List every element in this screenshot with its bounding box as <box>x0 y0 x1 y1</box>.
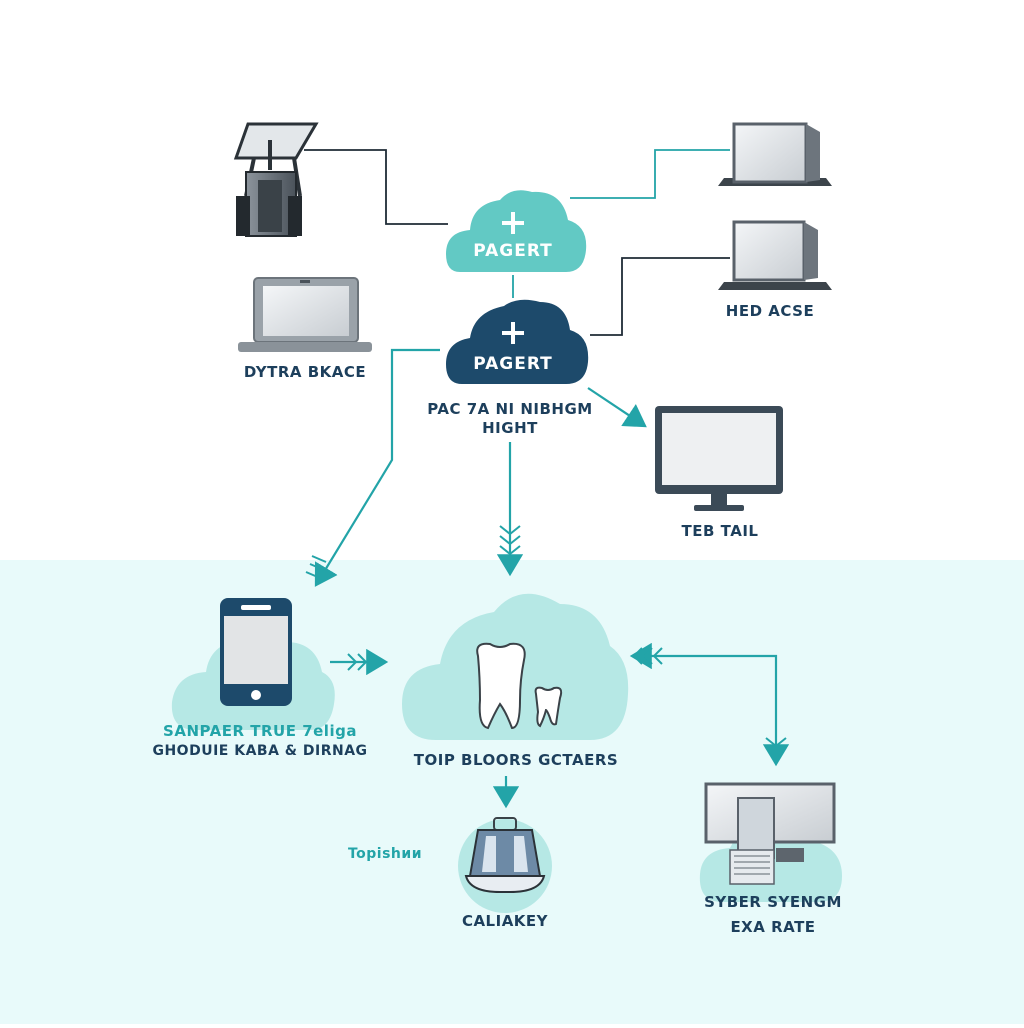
arrow-feathers <box>305 525 787 758</box>
dental-chair-machine-icon[interactable] <box>233 122 319 237</box>
tooth-icon <box>476 642 563 730</box>
side-tag-label: Topishии <box>347 846 423 862</box>
cloud-second[interactable] <box>446 299 589 384</box>
chair-node[interactable] <box>458 817 552 913</box>
monitor-right-label: TEB TAIL <box>681 522 759 540</box>
workstation-icon <box>704 782 836 885</box>
cyber-label-line2: EXA RATE <box>730 918 816 936</box>
desktop-monitor-icon[interactable] <box>655 406 783 511</box>
server-right-label: HED ACSE <box>725 302 815 320</box>
plus-icon <box>502 212 524 234</box>
cyber-node[interactable] <box>699 782 842 902</box>
cyber-label-line1: SYBER SYENGM <box>704 893 842 911</box>
cloud-second-label: PAGERT <box>473 354 553 374</box>
connectors-dark <box>304 149 730 336</box>
connectors-teal <box>314 348 790 809</box>
plus-icon <box>502 322 524 344</box>
phone-label-line2: GHODUIE KABA & DIRNAG <box>152 743 368 759</box>
cloud-top-label: PAGERT <box>473 241 553 261</box>
laptop-label: DYTRA BKACE <box>243 363 367 381</box>
center-label-line2: HIGHT <box>482 419 538 437</box>
tooth-cloud-label: TOIP BLOORS GCTAERS <box>413 751 619 769</box>
dental-chair-icon <box>464 817 546 893</box>
smartphone-icon <box>220 598 292 706</box>
phone-label-line1: SANPAER TRUE 7eligа <box>163 722 357 740</box>
laptop-icon[interactable] <box>238 277 372 352</box>
monitor-icon[interactable] <box>718 122 832 186</box>
center-label-line1: PAC 7A NI NIBHGM <box>427 400 593 418</box>
monitor-icon[interactable] <box>718 220 832 290</box>
phone-node[interactable] <box>171 598 335 730</box>
tooth-cloud[interactable] <box>402 593 629 740</box>
chair-node-label: CALIAKEY <box>461 912 549 930</box>
cloud-top[interactable] <box>446 190 587 272</box>
